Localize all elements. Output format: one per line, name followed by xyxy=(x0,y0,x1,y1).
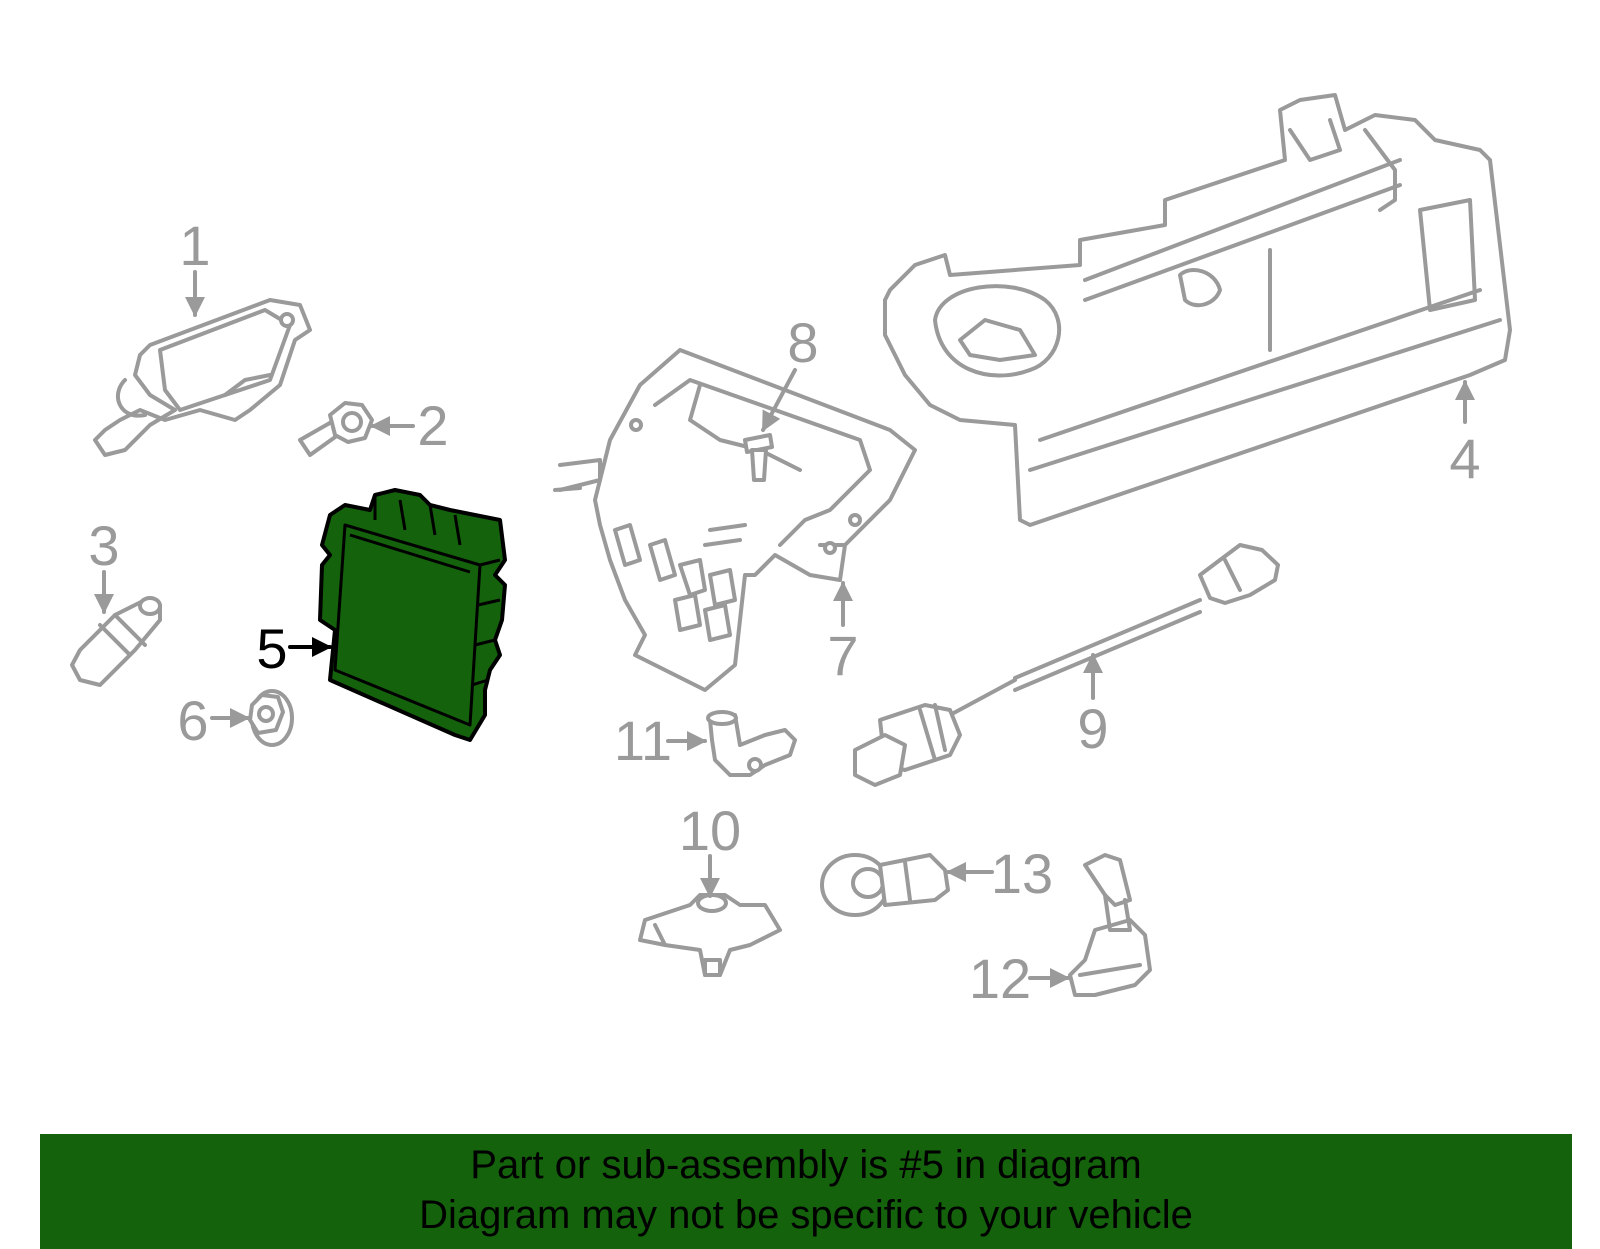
part-2-bolt[interactable] xyxy=(298,401,374,457)
callout-4: 4 xyxy=(1449,427,1480,490)
caption-line-2: Diagram may not be specific to your vehi… xyxy=(419,1193,1193,1237)
part-8-stud[interactable] xyxy=(743,433,774,482)
part-13-knock-sensor[interactable] xyxy=(820,853,950,917)
part-6-nut[interactable] xyxy=(248,689,294,747)
callout-13: 13 xyxy=(991,842,1053,905)
part-11-cam-sensor[interactable] xyxy=(706,710,797,777)
callout-9: 9 xyxy=(1077,697,1108,760)
callout-3: 3 xyxy=(88,514,119,577)
part-5-engine-control-module[interactable] xyxy=(318,488,507,742)
callout-labels: 1 2 3 4 5 6 7 8 9 10 11 12 13 xyxy=(88,214,1480,1010)
caption-banner: Part or sub-assembly is #5 in diagram Di… xyxy=(40,1134,1572,1249)
callout-12: 12 xyxy=(969,947,1031,1010)
part-3-sensor[interactable] xyxy=(70,596,162,687)
caption-line-1: Part or sub-assembly is #5 in diagram xyxy=(470,1143,1142,1187)
part-12-crank-sensor[interactable] xyxy=(1068,853,1152,997)
part-7-bracket[interactable] xyxy=(553,348,917,692)
callout-6: 6 xyxy=(177,689,208,752)
callout-11: 11 xyxy=(614,709,672,772)
callout-7: 7 xyxy=(827,624,858,687)
arrow-8 xyxy=(761,368,797,432)
callout-10: 10 xyxy=(679,799,741,862)
part-1-ignition-coil[interactable] xyxy=(93,298,312,457)
callout-arrows xyxy=(94,270,1475,988)
part-4-air-intake-resonator[interactable] xyxy=(883,93,1512,527)
callout-8: 8 xyxy=(787,311,818,374)
part-9-oxygen-sensor[interactable] xyxy=(853,543,1280,787)
callout-5: 5 xyxy=(256,617,287,680)
part-10-map-sensor[interactable] xyxy=(638,893,782,977)
callout-2: 2 xyxy=(417,394,448,457)
callout-1: 1 xyxy=(179,214,210,277)
